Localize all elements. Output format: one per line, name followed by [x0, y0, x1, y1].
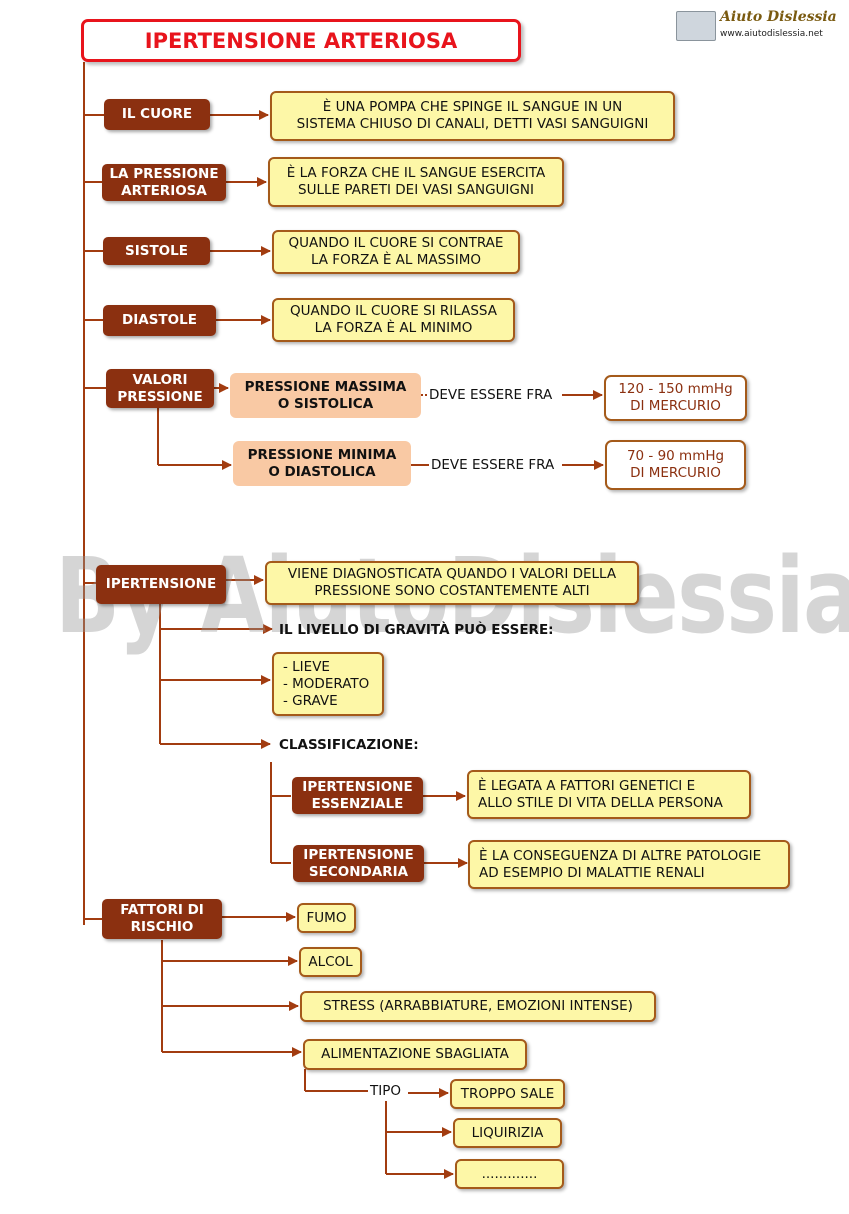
box-pressione-arteriosa: È LA FORZA CHE IL SANGUE ESERCITA SULLE …: [268, 157, 564, 207]
box-valori-massima: 120 - 150 mmHg DI MERCURIO: [604, 375, 747, 421]
node-il-cuore: IL CUORE: [104, 99, 210, 130]
box-ipertensione-essenziale: È LEGATA A FATTORI GENETICI E ALLO STILE…: [467, 770, 751, 819]
node-pressione-arteriosa: LA PRESSIONE ARTERIOSA: [102, 164, 226, 201]
logo-name: Aiuto Dislessia: [720, 9, 837, 25]
node-sistole: SISTOLE: [103, 237, 210, 265]
page-title: IPERTENSIONE ARTERIOSA: [81, 19, 521, 62]
node-ipertensione-secondaria: IPERTENSIONE SECONDARIA: [293, 845, 424, 882]
node-ipertensione: IPERTENSIONE: [96, 565, 226, 604]
box-gravita: - LIEVE - MODERATO - GRAVE: [272, 652, 384, 716]
box-troppo-sale: TROPPO SALE: [450, 1079, 565, 1109]
box-ipertensione-secondaria: È LA CONSEGUENZA DI ALTRE PATOLOGIE AD E…: [468, 840, 790, 889]
box-valori-minima: 70 - 90 mmHg DI MERCURIO: [605, 440, 746, 490]
link-deve-essere-fra-massima: DEVE ESSERE FRA: [429, 387, 553, 403]
box-ipertensione-diagnosi: VIENE DIAGNOSTICATA QUANDO I VALORI DELL…: [265, 561, 639, 605]
box-fumo: FUMO: [297, 903, 356, 933]
box-sistole: QUANDO IL CUORE SI CONTRAE LA FORZA È AL…: [272, 230, 520, 274]
box-il-cuore: È UNA POMPA CHE SPINGE IL SANGUE IN UN S…: [270, 91, 675, 141]
box-pressione-minima: PRESSIONE MINIMA O DIASTOLICA: [233, 441, 411, 486]
link-deve-essere-fra-minima: DEVE ESSERE FRA: [431, 457, 555, 473]
box-pressione-massima: PRESSIONE MASSIMA O SISTOLICA: [230, 373, 421, 418]
site-logo[interactable]: Aiuto Dislessia www.aiutodislessia.net: [676, 9, 837, 45]
box-altro: .............: [455, 1159, 564, 1189]
box-alimentazione: ALIMENTAZIONE SBAGLIATA: [303, 1039, 527, 1070]
node-ipertensione-essenziale: IPERTENSIONE ESSENZIALE: [292, 777, 423, 814]
node-diastole: DIASTOLE: [103, 305, 216, 336]
label-classificazione: CLASSIFICAZIONE:: [279, 737, 419, 753]
box-stress: STRESS (ARRABBIATURE, EMOZIONI INTENSE): [300, 991, 656, 1022]
node-fattori-rischio: FATTORI DI RISCHIO: [102, 899, 222, 939]
box-diastole: QUANDO IL CUORE SI RILASSA LA FORZA È AL…: [272, 298, 515, 342]
logo-url: www.aiutodislessia.net: [720, 29, 823, 39]
box-liquirizia: LIQUIRIZIA: [453, 1118, 562, 1148]
node-valori-pressione: VALORI PRESSIONE: [106, 369, 214, 408]
book-icon: [676, 11, 716, 41]
box-alcol: ALCOL: [299, 947, 362, 977]
label-livello-gravita: IL LIVELLO DI GRAVITÀ PUÒ ESSERE:: [279, 622, 554, 638]
label-tipo: TIPO: [370, 1083, 401, 1099]
